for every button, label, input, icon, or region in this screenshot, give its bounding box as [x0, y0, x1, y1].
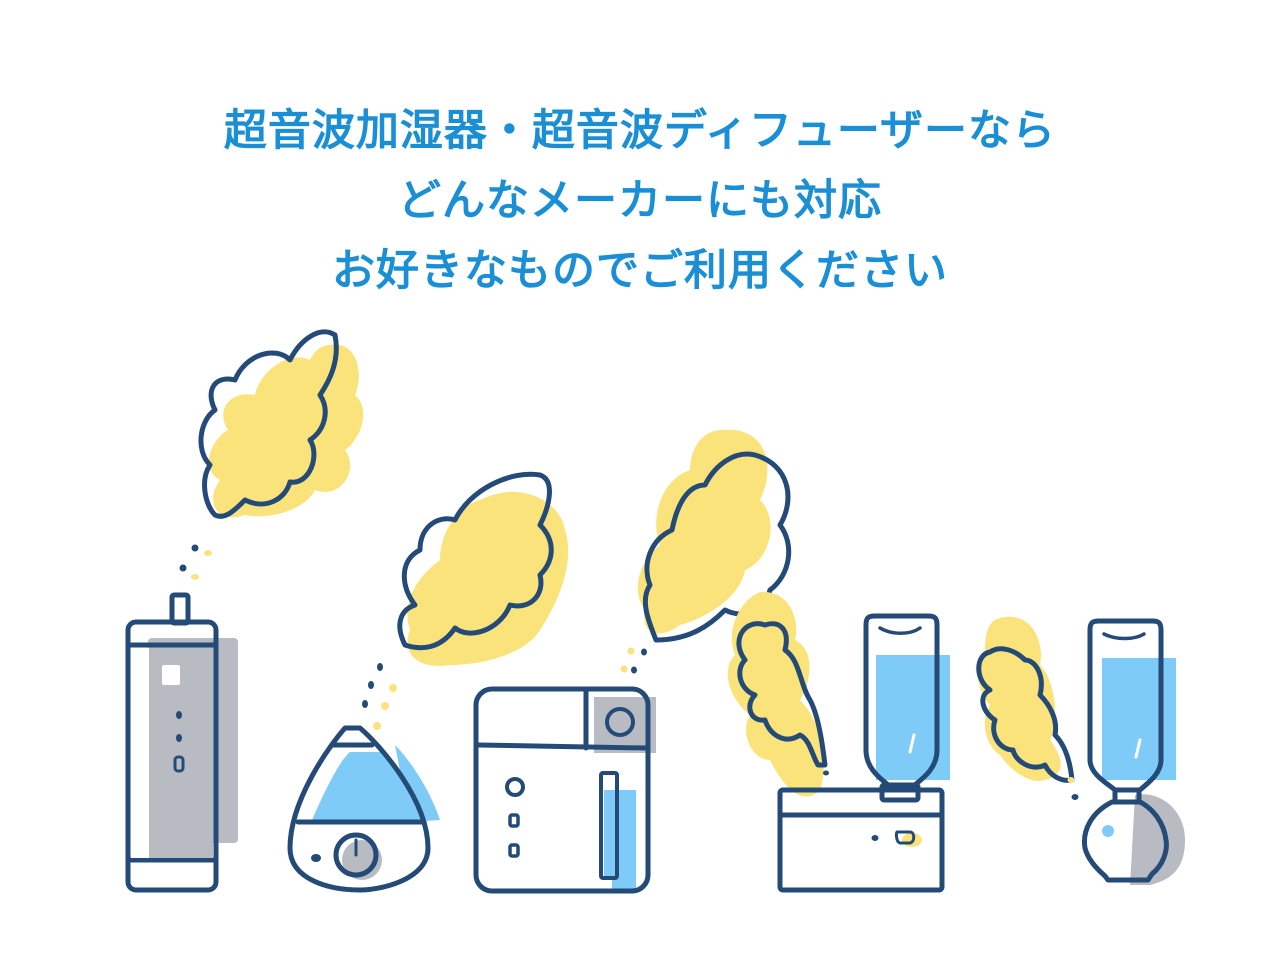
humidifier-illustration: [125, 329, 1185, 894]
headline-line-1: 超音波加湿器・超音波ディフューザーなら: [223, 106, 1057, 156]
mist-outline-icon: [976, 646, 1075, 783]
headline: 超音波加湿器・超音波ディフューザーなら どんなメーカーにも対応 お好きなものでご…: [0, 96, 1280, 306]
tower-humidifier-icon: [125, 329, 364, 893]
mist-cloud-icon: [637, 429, 771, 634]
mist-cloud-icon: [407, 491, 569, 666]
mist-outline-icon: [198, 329, 339, 519]
mist-outline-icon: [736, 621, 828, 768]
drop-humidifier-icon: [287, 471, 569, 893]
mist-outline-icon: [397, 471, 554, 651]
headline-line-3: お好きなものでご利用ください: [332, 246, 948, 296]
mist-cloud-icon: [727, 591, 824, 797]
headline-line-2: どんなメーカーにも対応: [398, 176, 882, 226]
bottle-ball-diffuser-icon: [976, 616, 1185, 885]
bottle-box-diffuser-icon: [727, 591, 950, 893]
mist-cloud-icon: [978, 616, 1061, 781]
box-humidifier-icon: [473, 429, 792, 894]
